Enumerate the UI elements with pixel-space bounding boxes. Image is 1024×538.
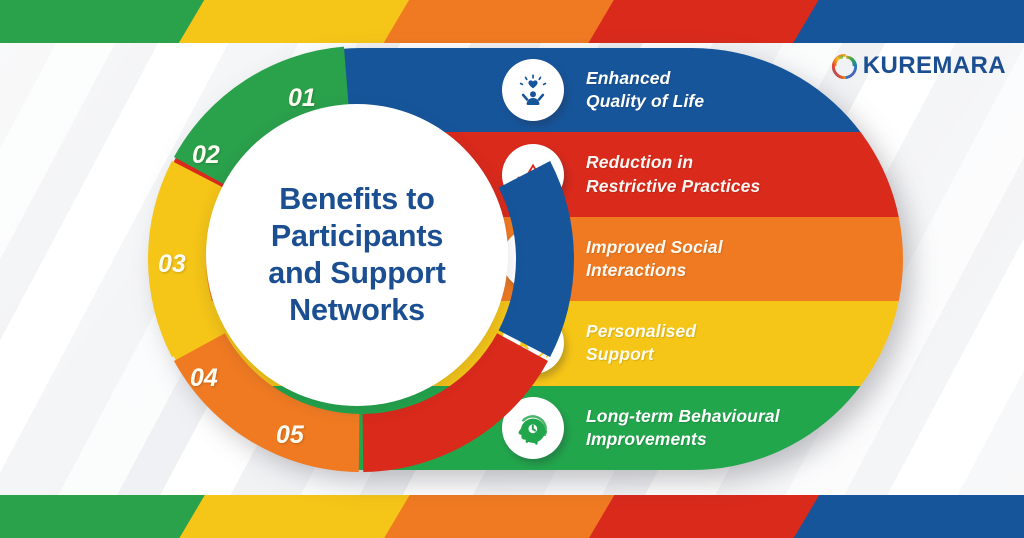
benefit-label: Improved Social Interactions bbox=[586, 236, 723, 281]
benefit-label: Personalised Support bbox=[586, 321, 697, 365]
person-with-heart-icon bbox=[502, 59, 564, 122]
color-bar-segment bbox=[178, 0, 436, 43]
brand-logo[interactable]: KUREMARA bbox=[831, 52, 1006, 80]
ring-segment[interactable] bbox=[173, 333, 360, 472]
color-bar-segment bbox=[0, 0, 231, 43]
ring-segment[interactable] bbox=[173, 46, 349, 185]
ring-segment-number: 02 bbox=[192, 141, 220, 169]
benefit-row[interactable]: Enhanced Quality of Life bbox=[150, 48, 903, 132]
ring-segment[interactable] bbox=[148, 160, 224, 358]
center-circle: Benefits to Participants and Support Net… bbox=[206, 104, 508, 406]
color-bar-segment bbox=[793, 495, 1024, 538]
color-bar-segment bbox=[384, 495, 641, 538]
ring-segment[interactable] bbox=[362, 333, 549, 472]
ring-segment-number: 04 bbox=[190, 364, 218, 392]
benefit-label: Long-term Behavioural Improvements bbox=[586, 405, 780, 449]
color-bar-segment bbox=[793, 0, 1024, 43]
color-bar-segment bbox=[179, 495, 436, 538]
ring-segment-number: 05 bbox=[276, 421, 304, 449]
numbered-donut-ring: 01 02 03 04 05 bbox=[148, 46, 574, 472]
rainbow-swirl-icon bbox=[831, 53, 858, 80]
color-bar-segment bbox=[0, 495, 231, 538]
bottom-color-bar bbox=[0, 495, 1024, 538]
page-title: Benefits to Participants and Support Net… bbox=[268, 181, 446, 328]
benefit-label: Enhanced Quality of Life bbox=[586, 67, 705, 112]
ring-segment-number: 01 bbox=[288, 84, 316, 112]
color-bar-segment bbox=[588, 495, 846, 538]
color-bar-segment bbox=[383, 0, 640, 43]
top-color-bar bbox=[0, 0, 1024, 43]
ring-segment-number: 03 bbox=[158, 250, 186, 278]
brand-name: KUREMARA bbox=[862, 52, 1006, 79]
ring-segment[interactable] bbox=[498, 160, 574, 358]
color-bar-segment bbox=[588, 0, 845, 43]
benefit-label: Reduction in Restrictive Practices bbox=[586, 152, 761, 196]
